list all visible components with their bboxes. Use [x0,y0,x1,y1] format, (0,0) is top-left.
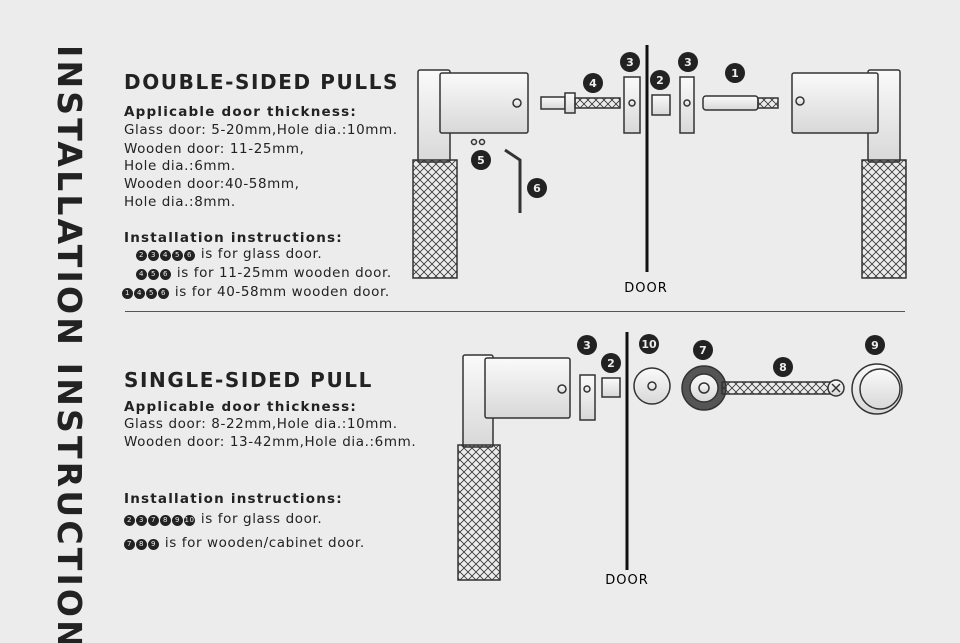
part-callout-number: 7 [699,344,707,357]
part-callout-circle [527,178,547,198]
double-heading: DOUBLE-SIDED PULLS [124,70,400,94]
washer-part-10 [633,367,671,405]
single-heading: SINGLE-SIDED PULL [124,368,373,392]
part-number-badge: 9 [148,539,159,550]
part-callout-number: 8 [779,361,787,374]
double-instr-label: Installation instructions: [124,230,343,246]
part-callout-number: 3 [626,56,634,69]
instruction-text: is for glass door. [196,511,323,527]
part-callout-number: 6 [533,182,541,195]
door-label-bottom: DOOR [605,573,649,588]
part-number-badge: 2 [124,515,135,526]
part-callout-number: 3 [583,339,591,352]
screw-part-4 [540,92,621,114]
part-number-badge: 7 [124,539,135,550]
part-callout-circle [471,150,491,170]
part-number-badge: 4 [136,269,147,280]
section-divider [125,311,905,312]
spacer-part-2 [651,94,671,116]
part-callout-number: 2 [656,74,664,87]
part-callout-number: 4 [589,77,597,90]
washer-part-7 [681,365,727,411]
allen-key-part-6 [504,148,522,213]
part-callout-circle [865,335,885,355]
part-number-badge: 8 [160,515,171,526]
part-callout-circle [583,73,603,93]
double-spec-1: Wooden door: 11-25mm, [124,141,305,157]
part-number-badge: 5 [172,250,183,261]
instruction-text: is for glass door. [196,246,323,262]
part-number-badge: 3 [136,515,147,526]
part-number-badge: 4 [160,250,171,261]
part-callout-circle [678,52,698,72]
part-number-badge: 8 [136,539,147,550]
part-number-badge: 3 [148,250,159,261]
right-handle [791,69,907,279]
left-handle [412,69,529,279]
part-callout-number: 9 [871,339,879,352]
double-thickness-label: Applicable door thickness: [124,104,357,120]
single-handle [457,354,571,581]
part-callout-circle [725,63,745,83]
plate-part-3b [679,76,695,134]
instruction-text: is for 11-25mm wooden door. [172,265,392,281]
double-spec-2: Hole dia.:6mm. [124,158,236,174]
screw-part-8 [721,379,845,397]
part-number-badge: 5 [148,269,159,280]
part-callout-circle [601,353,621,373]
part-callout-number: 3 [684,56,692,69]
double-spec-4: Hole dia.:8mm. [124,194,236,210]
part-number-badge: 2 [136,250,147,261]
spacer-part-2b [601,377,621,398]
part-number-badge: 6 [160,269,171,280]
plate-part-3a [623,76,641,134]
single-thickness-label: Applicable door thickness: [124,399,357,415]
part-callout-circle [773,357,793,377]
part-callout-number: 2 [607,357,615,370]
part-callout-circle [650,70,670,90]
part-callout-circle [639,334,659,354]
part-callout-circle [620,52,640,72]
part-number-badge: 1 [122,288,133,299]
cap-part-9 [851,363,903,415]
single-spec-0: Glass door: 8-22mm,Hole dia.:10mm. [124,416,398,432]
part-number-badge: 5 [146,288,157,299]
part-callout-number: 5 [477,154,485,167]
double-spec-0: Glass door: 5-20mm,Hole dia.:10mm. [124,122,398,138]
part-callout-number: 10 [641,338,657,351]
single-instr-label: Installation instructions: [124,491,343,507]
part-callout-circle [693,340,713,360]
part-number-badge: 6 [158,288,169,299]
instruction-text: is for 40-58mm wooden door. [170,284,390,300]
instruction-text: is for wooden/cabinet door. [160,535,365,551]
bolt-part-1 [702,95,779,111]
part-number-badge: 6 [184,250,195,261]
door-label-top: DOOR [624,281,668,296]
part-number-badge: 4 [134,288,145,299]
part-number-badge: 9 [172,515,183,526]
plate-part-3c [579,374,596,421]
part-number-badge: 7 [148,515,159,526]
part-callout-circle [577,335,597,355]
part-callout-number: 1 [731,67,739,80]
single-spec-1: Wooden door: 13-42mm,Hole dia.:6mm. [124,434,417,450]
part-number-badge: 10 [184,515,195,526]
double-spec-3: Wooden door:40-58mm, [124,176,300,192]
